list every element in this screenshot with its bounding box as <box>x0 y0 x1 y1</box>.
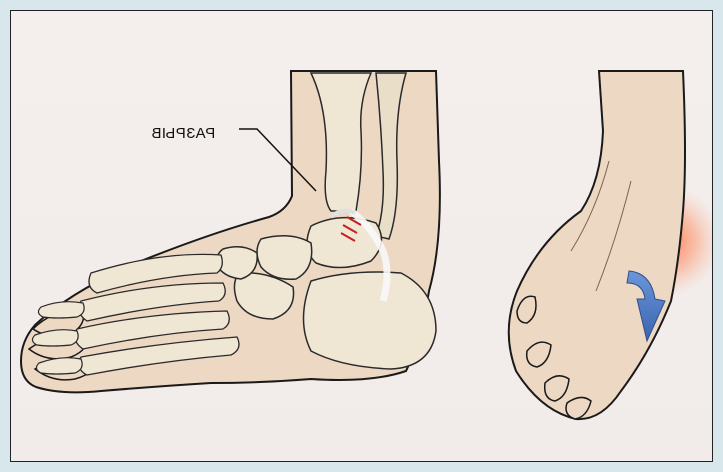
phalanx-bone <box>38 302 84 318</box>
foot-inversion-view <box>509 71 713 419</box>
illustration-frame: РАЗРЫВ <box>10 10 713 462</box>
callout-label: РАЗРЫВ <box>151 125 215 142</box>
foot-skeleton-side-view <box>21 71 440 392</box>
calcaneus-bone <box>304 272 437 369</box>
ankle-injury-illustration <box>11 11 713 462</box>
